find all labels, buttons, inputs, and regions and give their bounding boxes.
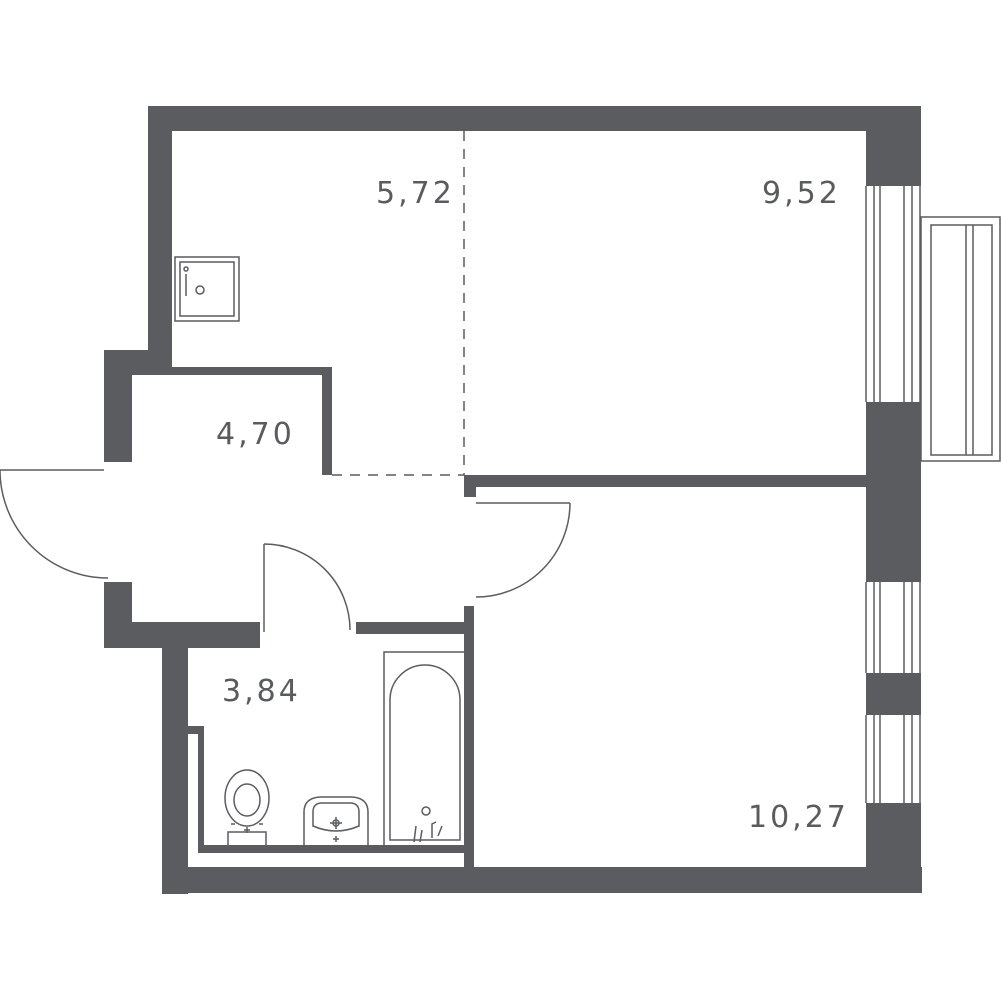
washbasin-icon xyxy=(303,796,369,846)
wall-bottom xyxy=(162,867,922,893)
wall-partition-stub xyxy=(464,475,476,497)
room-area-bathroom: 3,84 xyxy=(222,674,301,709)
zone-separators xyxy=(332,131,465,476)
wall-bath-left xyxy=(162,646,188,894)
wall-top xyxy=(148,106,870,131)
wall-right-low xyxy=(866,673,921,715)
windows xyxy=(865,186,921,803)
wall-hall-partition xyxy=(322,367,332,475)
entrance-door[interactable] xyxy=(0,469,109,579)
bedroom-door[interactable] xyxy=(475,502,571,598)
doors xyxy=(0,469,571,632)
room-area-living-room: 9,52 xyxy=(762,176,841,211)
window-bedroom-upper xyxy=(865,582,921,673)
wall-top-right-corner xyxy=(866,106,921,186)
walls xyxy=(104,106,922,894)
wall-bath-inner-left xyxy=(188,726,204,734)
wall-right-mid xyxy=(866,402,921,582)
room-area-hallway: 4,70 xyxy=(216,417,295,452)
window-bedroom-lower xyxy=(865,715,921,803)
balcony-icon xyxy=(920,216,1001,462)
room-area-bedroom: 10,27 xyxy=(748,800,849,835)
wall-hall-top-thin xyxy=(172,367,332,375)
wall-bath-top xyxy=(356,622,472,634)
bathroom-door[interactable] xyxy=(263,543,351,632)
sink-icon xyxy=(174,256,240,322)
wall-bath-inner-bottom xyxy=(198,845,473,853)
wall-right-bottom xyxy=(866,803,921,893)
wall-bath-right xyxy=(464,606,474,869)
room-area-kitchen: 5,72 xyxy=(376,176,455,211)
wall-hall-top xyxy=(104,350,172,375)
wall-living-bedroom xyxy=(474,475,866,487)
toilet-icon xyxy=(224,769,270,846)
wall-bath-inner-left-vert xyxy=(198,730,204,850)
window-living xyxy=(865,186,921,402)
bathtub-icon xyxy=(383,651,467,847)
wall-left-kitchen xyxy=(148,106,172,352)
wall-hall-bottom xyxy=(104,622,260,648)
